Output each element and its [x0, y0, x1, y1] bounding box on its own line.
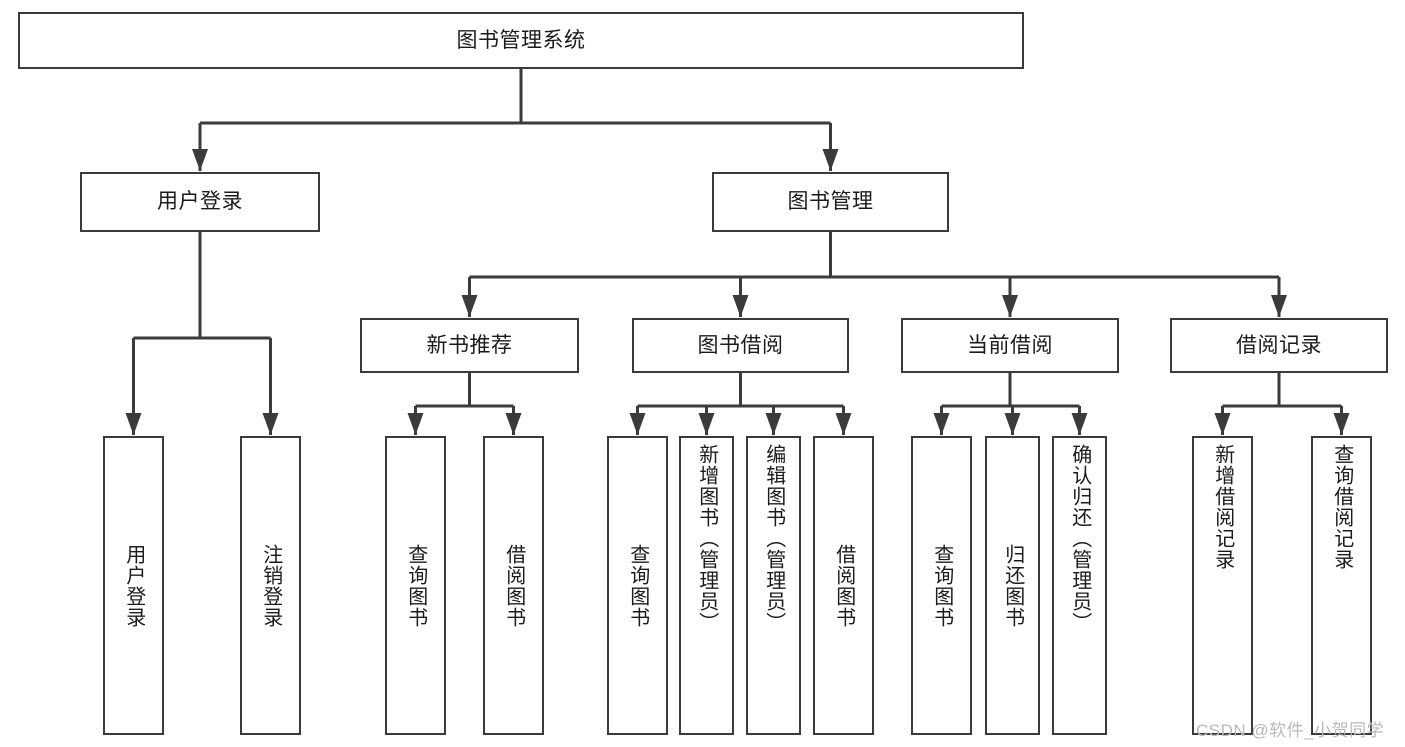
node-book-management[interactable]: 图书管理 — [712, 172, 949, 232]
leaf-logout-login-label: 注销登录 — [259, 543, 282, 628]
leaf-query-book-recommend-label: 查询图书 — [404, 543, 427, 628]
leaf-logout-login[interactable]: 注销登录 — [240, 436, 301, 735]
node-current-borrow[interactable]: 当前借阅 — [901, 318, 1119, 373]
node-borrow-record-label: 借阅记录 — [1236, 333, 1322, 357]
leaf-return-book[interactable]: 归还图书 — [985, 436, 1040, 735]
leaf-query-book-current[interactable]: 查询图书 — [911, 436, 972, 735]
leaf-add-borrow-record-label: 新增借阅记录 — [1211, 444, 1234, 570]
leaf-edit-book-admin-label: 编辑图书（管理员） — [762, 444, 785, 633]
leaf-user-login[interactable]: 用户登录 — [103, 436, 164, 735]
leaf-borrow-book-label: 借阅图书 — [832, 543, 855, 628]
leaf-borrow-book-recommend-label: 借阅图书 — [502, 543, 525, 628]
node-user-login-label: 用户登录 — [157, 190, 243, 214]
node-new-book-recommend-label: 新书推荐 — [426, 333, 513, 357]
leaf-borrow-book-recommend[interactable]: 借阅图书 — [483, 436, 544, 735]
node-root-label: 图书管理系统 — [456, 28, 586, 52]
leaf-query-borrow-record[interactable]: 查询借阅记录 — [1311, 436, 1372, 735]
node-new-book-recommend[interactable]: 新书推荐 — [360, 318, 579, 373]
leaf-confirm-return-admin[interactable]: 确认归还（管理员） — [1052, 436, 1107, 735]
node-book-borrow[interactable]: 图书借阅 — [632, 318, 849, 373]
leaf-query-borrow-record-label: 查询借阅记录 — [1330, 444, 1353, 570]
leaf-add-book-admin[interactable]: 新增图书（管理员） — [679, 436, 734, 735]
leaf-return-book-label: 归还图书 — [1001, 543, 1024, 628]
leaf-query-book-current-label: 查询图书 — [930, 543, 953, 628]
leaf-add-borrow-record[interactable]: 新增借阅记录 — [1192, 436, 1253, 735]
node-book-borrow-label: 图书借阅 — [697, 333, 784, 357]
node-user-login[interactable]: 用户登录 — [80, 172, 320, 232]
leaf-query-book-borrow-label: 查询图书 — [626, 543, 649, 628]
leaf-add-book-admin-label: 新增图书（管理员） — [695, 444, 718, 633]
node-borrow-record[interactable]: 借阅记录 — [1170, 318, 1388, 373]
leaf-edit-book-admin[interactable]: 编辑图书（管理员） — [746, 436, 801, 735]
node-current-borrow-label: 当前借阅 — [967, 333, 1053, 357]
leaf-query-book-recommend[interactable]: 查询图书 — [385, 436, 446, 735]
leaf-user-login-label: 用户登录 — [122, 543, 145, 628]
node-root[interactable]: 图书管理系统 — [18, 12, 1024, 69]
leaf-query-book-borrow[interactable]: 查询图书 — [607, 436, 668, 735]
leaf-borrow-book[interactable]: 借阅图书 — [813, 436, 874, 735]
node-book-management-label: 图书管理 — [787, 190, 874, 214]
leaf-confirm-return-admin-label: 确认归还（管理员） — [1068, 444, 1091, 633]
